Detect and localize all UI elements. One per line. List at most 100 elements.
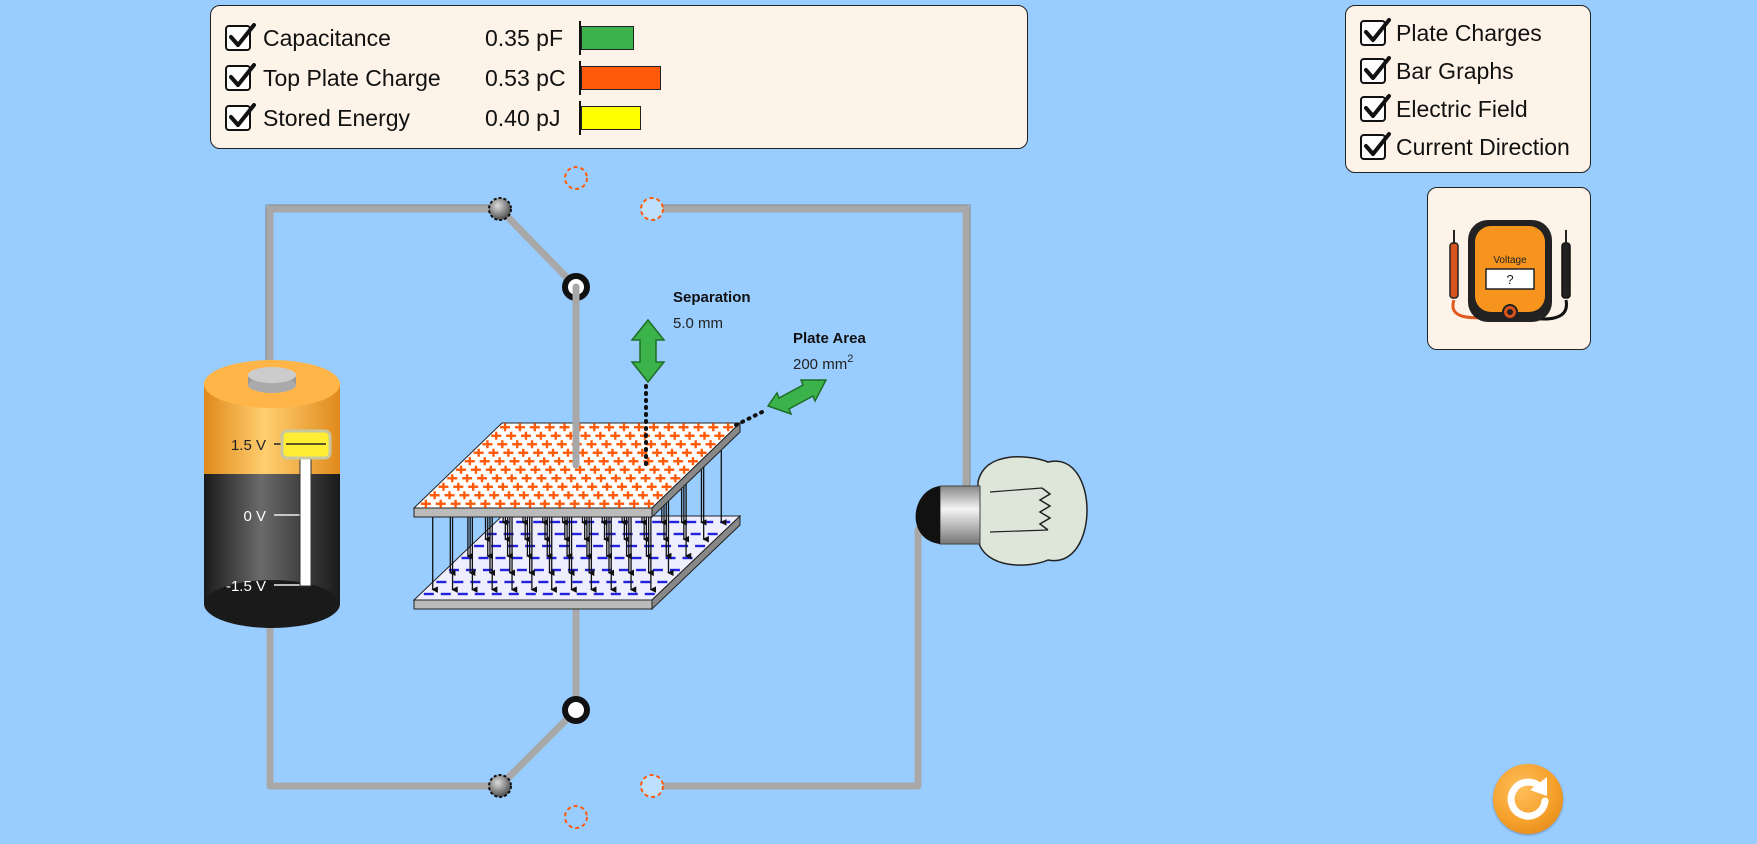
option-electric-field[interactable]: Electric Field [1360,93,1528,125]
plate-area-label: Plate Area [793,330,866,347]
positive-charge [447,474,458,483]
meter-row-top-plate-charge: Top Plate Charge 0.53 pC [225,60,699,96]
positive-charge [649,465,660,474]
positive-charge [450,499,461,508]
option-current-direction[interactable]: Current Direction [1360,131,1570,163]
positive-charge [643,499,654,508]
positive-charge [535,431,546,440]
top-plate-charge-checkbox[interactable] [225,63,256,91]
capacitance-checkbox[interactable] [225,23,256,51]
positive-charge [679,465,690,474]
positive-charge [438,482,449,491]
meter-row-capacitance: Capacitance 0.35 pF [225,20,699,56]
positive-charge [550,431,561,440]
positive-charge [554,499,565,508]
positive-charge [509,457,520,466]
positive-charge [631,440,642,449]
stored-energy-label: Stored Energy [263,104,411,131]
positive-charge [660,440,671,449]
bottom-switch[interactable] [488,696,664,829]
stored-energy-value: 0.40 pJ [485,104,561,131]
positive-charge [435,499,446,508]
voltmeter-icon[interactable]: Voltage ? [1428,188,1592,351]
bar-axis [579,61,581,95]
bar-graphs-label: Bar Graphs [1396,57,1514,84]
plate-area-value: 200 mm2 [793,353,853,373]
positive-charge [669,431,680,440]
stored-energy-bar-graph [579,100,699,136]
positive-charge [661,482,672,491]
positive-charge [589,423,600,432]
capacitance-bar-graph [579,20,699,56]
positive-charge [616,482,627,491]
positive-charge [629,499,640,508]
positive-charge [714,431,725,440]
positive-charge [503,448,514,457]
separation-handle[interactable]: Separation 5.0 mm [630,289,751,384]
electric-field-checkbox[interactable] [1360,94,1391,122]
top-switch[interactable] [488,166,664,301]
top-plate-charge-label: Top Plate Charge [263,64,441,91]
positive-charge [693,423,704,432]
positive-charge [696,448,707,457]
plate-charges-checkbox[interactable] [1360,18,1391,46]
positive-charge [598,457,609,466]
positive-charge [631,482,642,491]
check-icon [1364,18,1391,42]
positive-charge [584,499,595,508]
positive-charge [483,482,494,491]
positive-charge [562,448,573,457]
positive-charge [539,457,550,466]
positive-charge [699,431,710,440]
current-direction-checkbox[interactable] [1360,132,1391,160]
positive-charge [634,465,645,474]
current-direction-label: Current Direction [1396,133,1570,160]
option-bar-graphs[interactable]: Bar Graphs [1360,55,1514,87]
positive-charge [512,440,523,449]
positive-charge [539,499,550,508]
voltmeter-toolbox[interactable]: Voltage ? [1427,187,1591,350]
positive-charge [616,440,627,449]
separation-value: 5.0 mm [673,315,723,332]
positive-charge [497,440,508,449]
positive-charge [510,499,521,508]
positive-charge [592,448,603,457]
positive-charge [587,482,598,491]
positive-charge [593,491,604,500]
positive-charge [556,440,567,449]
bar-graphs-checkbox[interactable] [1360,56,1391,84]
positive-charge [572,482,583,491]
plate-area-arrow-icon[interactable] [766,379,828,416]
check-icon [229,103,256,127]
positive-charge [655,474,666,483]
positive-charge [557,482,568,491]
wire-edges [265,204,971,495]
battery-voltage-track[interactable] [299,451,312,587]
electric-field-label: Electric Field [1396,95,1528,122]
separation-arrow-icon[interactable] [630,318,666,384]
check-icon [1364,132,1391,156]
positive-charge [599,499,610,508]
positive-charge [453,482,464,491]
positive-charge [581,474,592,483]
plate-charges-label: Plate Charges [1396,19,1542,46]
light-bulb [915,456,1088,566]
plate-area-handle[interactable]: Plate Area 200 mm2 [766,330,866,416]
positive-charge [548,491,559,500]
reset-all-button[interactable] [1493,764,1563,834]
positive-charge [664,465,675,474]
reset-icon [1507,777,1549,820]
positive-charge [524,457,535,466]
stored-energy-checkbox[interactable] [225,103,256,131]
positive-charge [708,423,719,432]
separation-label: Separation [673,289,751,306]
positive-charge [512,482,523,491]
voltmeter-reading: ? [1506,272,1513,287]
positive-charge [608,491,619,500]
positive-charge [601,440,612,449]
positive-charge [563,491,574,500]
option-plate-charges[interactable]: Plate Charges [1360,17,1542,49]
positive-charge [648,423,659,432]
positive-charge [500,465,511,474]
positive-charge [488,448,499,457]
